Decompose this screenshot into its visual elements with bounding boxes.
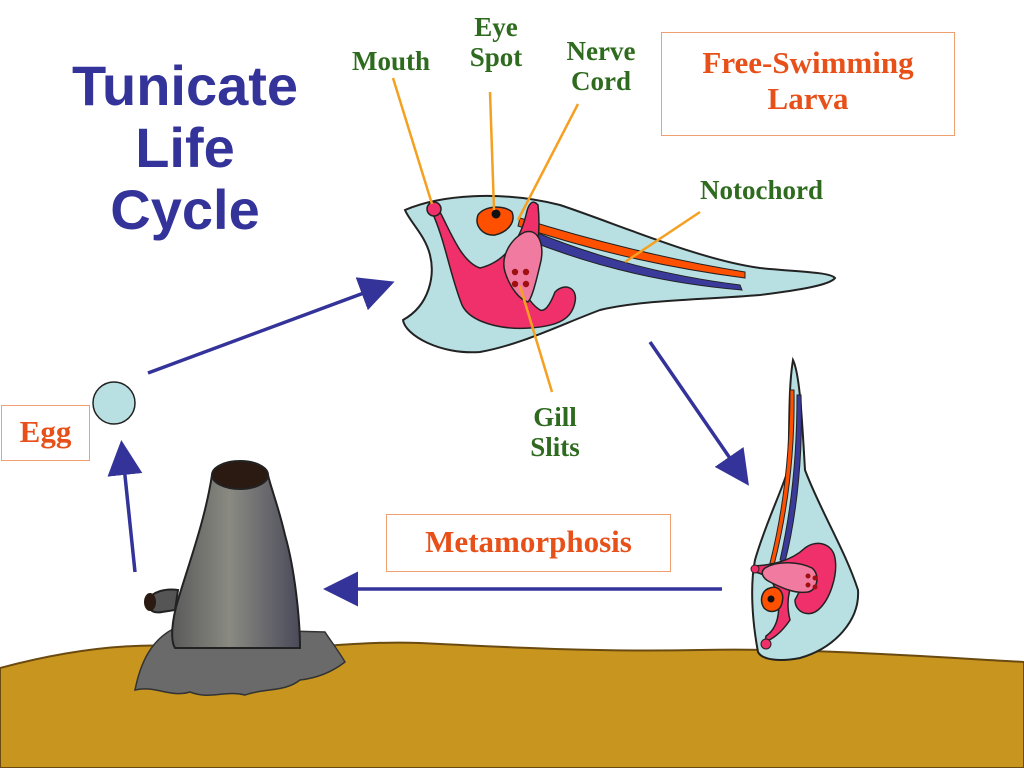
mouth-leader-line bbox=[391, 77, 434, 205]
arrow-adult-to-egg bbox=[107, 440, 143, 573]
larva-illustration bbox=[401, 194, 837, 354]
larva-box-line-1: Free-Swimming bbox=[702, 45, 914, 80]
larva-mouth-opening bbox=[426, 201, 442, 217]
eye-spot-label: Eye Spot bbox=[469, 12, 523, 72]
egg-cell bbox=[92, 381, 136, 425]
notochord-leader-line bbox=[624, 210, 701, 264]
larva-stage-box: Free-Swimming Larva bbox=[661, 32, 955, 136]
adult-body bbox=[171, 474, 302, 649]
juvenile-body bbox=[751, 356, 860, 661]
arrow-egg-to-larva bbox=[147, 277, 395, 375]
egg-box-label: Egg bbox=[19, 414, 72, 449]
gill-slits-label: Gill Slits bbox=[530, 402, 580, 462]
metamorphosis-stage-box: Metamorphosis bbox=[386, 514, 671, 572]
eye-spot-leader-line bbox=[488, 91, 496, 211]
larva-nerve-cord bbox=[517, 217, 746, 279]
larva-box-line-2: Larva bbox=[767, 81, 849, 116]
title-line-3: Cycle bbox=[110, 178, 260, 241]
juvenile-gill-region bbox=[761, 562, 818, 594]
notochord-label: Notochord bbox=[700, 175, 823, 205]
slide-title: Tunicate Life Cycle bbox=[40, 55, 330, 241]
adult-tunicate bbox=[134, 460, 346, 696]
eye-spot-dot bbox=[491, 209, 501, 219]
nerve-cord-label: Nerve Cord bbox=[566, 36, 636, 96]
metamorphosis-box-label: Metamorphosis bbox=[425, 524, 632, 559]
larva-notochord bbox=[527, 229, 743, 291]
title-line-2: Life bbox=[135, 116, 235, 179]
gill-slits-leader-line bbox=[518, 285, 554, 393]
adult-incurrent-siphon bbox=[211, 460, 269, 490]
metamorphosis-juvenile bbox=[750, 356, 860, 661]
arrow-larva-to-juvenile bbox=[648, 341, 749, 486]
mouth-label: Mouth bbox=[352, 46, 431, 76]
title-line-1: Tunicate bbox=[71, 54, 299, 117]
nerve-cord-leader-line bbox=[516, 103, 580, 221]
egg-stage-box: Egg bbox=[1, 405, 90, 461]
